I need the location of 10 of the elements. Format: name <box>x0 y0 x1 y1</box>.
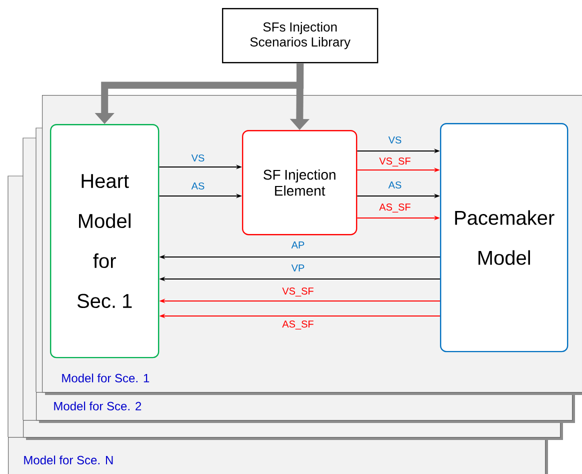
edge-label: VS_SF <box>281 286 315 298</box>
injection-element-box: SF Injection Element <box>242 130 358 236</box>
edge-label: AP <box>290 240 306 250</box>
library-box: SFs Injection Scenarios Library <box>222 8 378 64</box>
pacemaker-model-box: Pacemaker Model <box>440 123 568 352</box>
edge-label: AS_SF <box>378 202 412 214</box>
edge-label: VS_SF <box>378 156 412 168</box>
heart-model-box: Heart Model for Sec. 1 <box>50 124 160 358</box>
edge-label: VP <box>290 264 306 272</box>
edge-label: AS_SF <box>281 320 315 330</box>
